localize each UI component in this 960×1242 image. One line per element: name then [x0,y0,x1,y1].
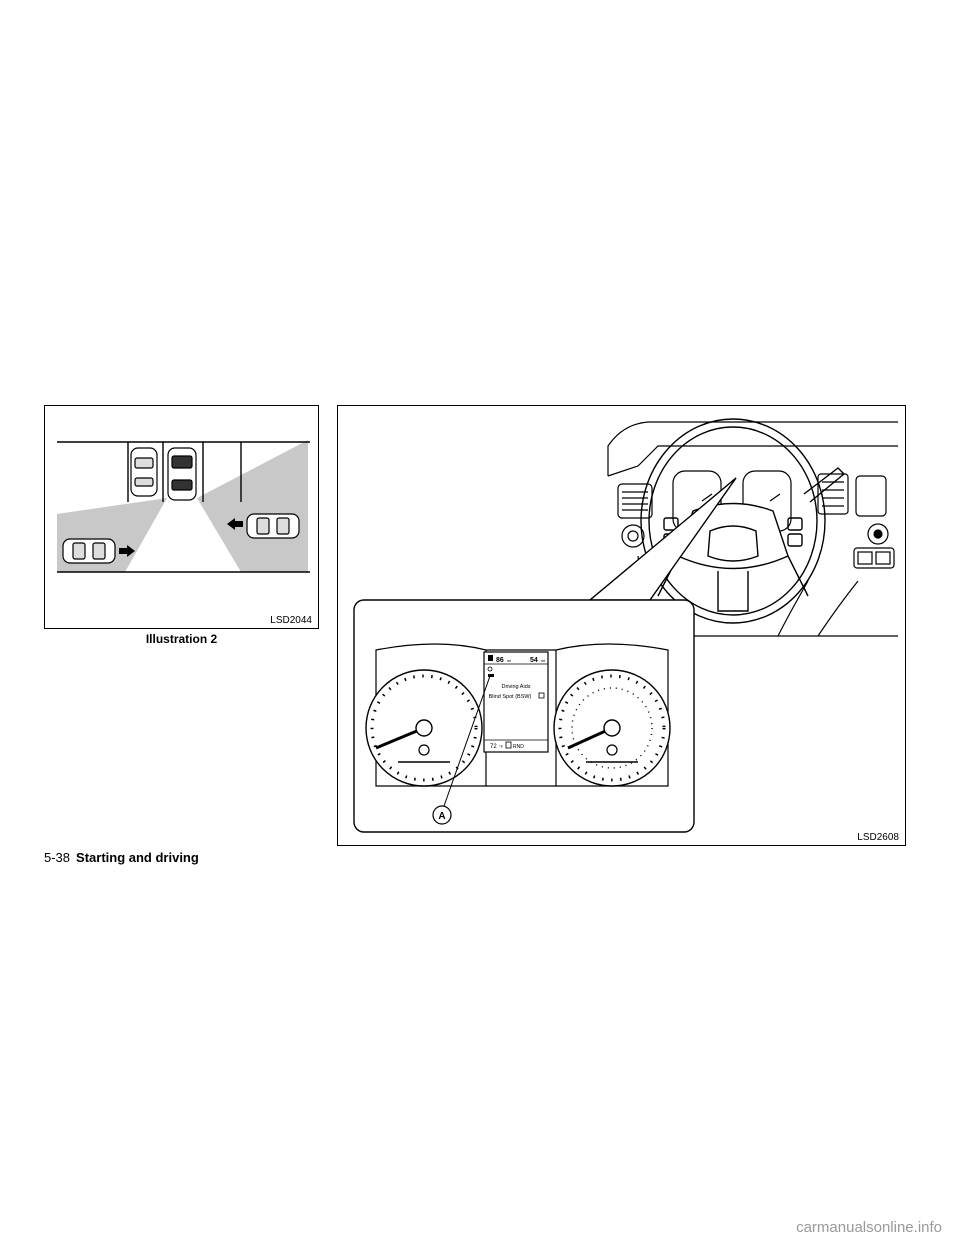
dashboard-diagram: 86 mi 54 mi Driving Aids Blind Spot (BSW… [353,418,898,833]
illustration-blind-spot-parking: LSD2044 [44,405,319,629]
figure-caption: Illustration 2 [145,632,218,646]
page-number: 5-38 [44,850,71,865]
fuel-icon [488,655,493,661]
reversing-car [167,447,197,501]
checkbox-icon [538,692,545,699]
odometer-right: 54 [530,657,538,664]
section-title: Starting and driving [76,850,199,865]
arrow-left-icon [227,518,243,530]
figure-code: LSD2608 [857,832,899,843]
callout-leader [443,675,491,807]
approaching-car-right [246,513,300,539]
parking-icon [505,741,512,749]
warning-icon [488,674,494,677]
gear-indicator: RND [513,744,524,750]
temperature: 72 [490,744,497,750]
svg-text:mi: mi [541,658,545,663]
figure-code: LSD2044 [270,615,312,626]
info-display [483,651,549,753]
detection-zone-right [197,440,308,572]
watermark: carmanualsonline.info [796,1219,942,1236]
parked-car [130,447,158,497]
car-icon [487,666,493,672]
menu-title: Driving Aids [501,684,530,690]
menu-item: Blind Spot (BSW) [489,694,532,700]
arrow-right-icon [119,545,135,557]
cluster-closeup: 86 mi 54 mi Driving Aids Blind Spot (BSW… [353,599,695,833]
page-footer: 5-38 Starting and driving [44,850,199,865]
illustration-instrument-cluster: 86 mi 54 mi Driving Aids Blind Spot (BSW… [337,405,906,846]
callout-label: A [438,811,445,822]
svg-text:°F: °F [499,744,504,749]
approaching-car-left [62,538,116,564]
steering-wheel [640,418,846,624]
svg-text:mi: mi [507,658,511,663]
odometer-left: 86 [496,657,504,664]
parking-lot-diagram [57,440,310,574]
callout-circle [432,805,452,825]
